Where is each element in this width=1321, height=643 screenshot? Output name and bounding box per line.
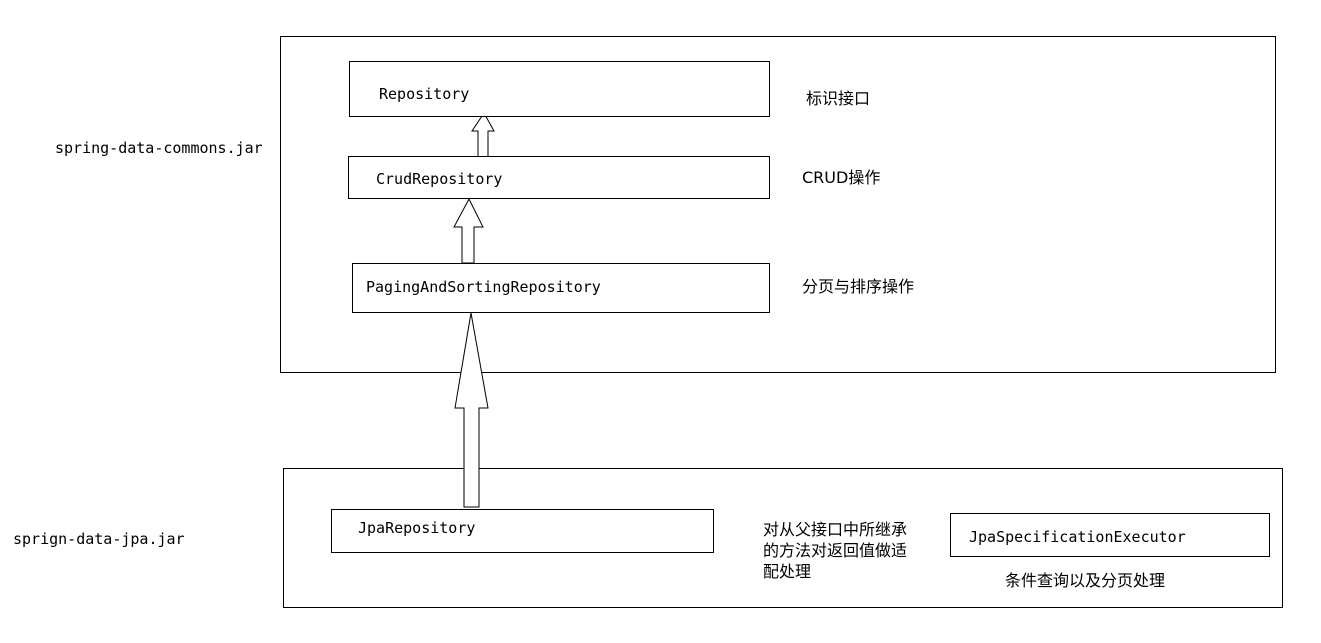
note-repository: 标识接口 bbox=[806, 89, 871, 108]
arrow-paging-to-crud bbox=[453, 197, 484, 264]
interface-jpa-repository: JpaRepository bbox=[331, 509, 714, 553]
jar-label-commons: spring-data-commons.jar bbox=[55, 139, 263, 157]
interface-paging-repository-label: PagingAndSortingRepository bbox=[366, 278, 601, 296]
note-crud: CRUD操作 bbox=[802, 168, 881, 187]
note-paging: 分页与排序操作 bbox=[802, 277, 915, 296]
jpa-jar-container bbox=[283, 468, 1283, 608]
arrow-jpa-to-paging bbox=[454, 312, 489, 508]
interface-repository: Repository bbox=[349, 61, 770, 117]
interface-crud-repository: CrudRepository bbox=[348, 156, 770, 199]
interface-spec-executor-label: JpaSpecificationExecutor bbox=[969, 528, 1186, 546]
note-jpa: 对从父接口中所继承 的方法对返回值做适 配处理 bbox=[763, 520, 908, 581]
interface-spec-executor: JpaSpecificationExecutor bbox=[950, 513, 1270, 557]
interface-paging-repository: PagingAndSortingRepository bbox=[352, 263, 770, 313]
interface-repository-label: Repository bbox=[379, 85, 470, 103]
arrow-crud-to-repository bbox=[471, 112, 495, 158]
interface-crud-repository-label: CrudRepository bbox=[376, 170, 503, 188]
commons-jar-container bbox=[280, 36, 1276, 373]
interface-jpa-repository-label: JpaRepository bbox=[358, 519, 476, 537]
note-spec: 条件查询以及分页处理 bbox=[1005, 571, 1166, 590]
jar-label-jpa: sprign-data-jpa.jar bbox=[13, 530, 185, 548]
